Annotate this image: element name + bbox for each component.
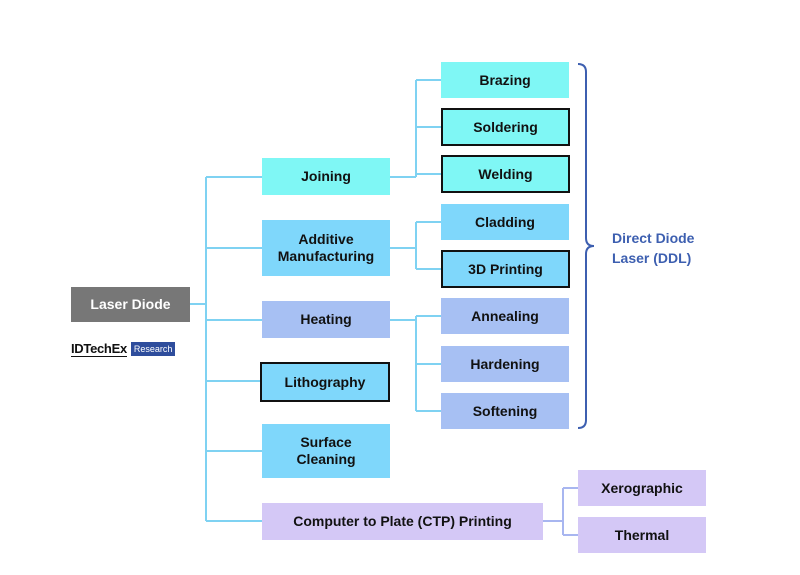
sub-brazing: Brazing	[441, 62, 569, 98]
logo-research-badge: Research	[130, 342, 176, 356]
logo-brand-text: IDTechEx	[71, 341, 127, 357]
category-heating: Heating	[262, 301, 390, 338]
sub-welding: Welding	[441, 155, 570, 193]
sub-hardening: Hardening	[441, 346, 569, 382]
sub-thermal: Thermal	[578, 517, 706, 553]
sub-3d-printing: 3D Printing	[441, 250, 570, 288]
ddl-label: Direct Diode Laser (DDL)	[612, 230, 695, 266]
category-ctp-printing: Computer to Plate (CTP) Printing	[262, 503, 543, 540]
sub-softening: Softening	[441, 393, 569, 429]
sub-cladding: Cladding	[441, 204, 569, 240]
root-laser-diode: Laser Diode	[71, 287, 190, 322]
category-joining: Joining	[262, 158, 390, 195]
category-additive-manufacturing: Additive Manufacturing	[262, 220, 390, 276]
sub-xerographic: Xerographic	[578, 470, 706, 506]
category-surface-cleaning: Surface Cleaning	[262, 424, 390, 478]
sub-annealing: Annealing	[441, 298, 569, 334]
sub-soldering: Soldering	[441, 108, 570, 146]
idtechex-logo: IDTechEx Research	[71, 341, 176, 357]
category-lithography: Lithography	[260, 362, 390, 402]
ddl-bracket	[577, 63, 595, 429]
